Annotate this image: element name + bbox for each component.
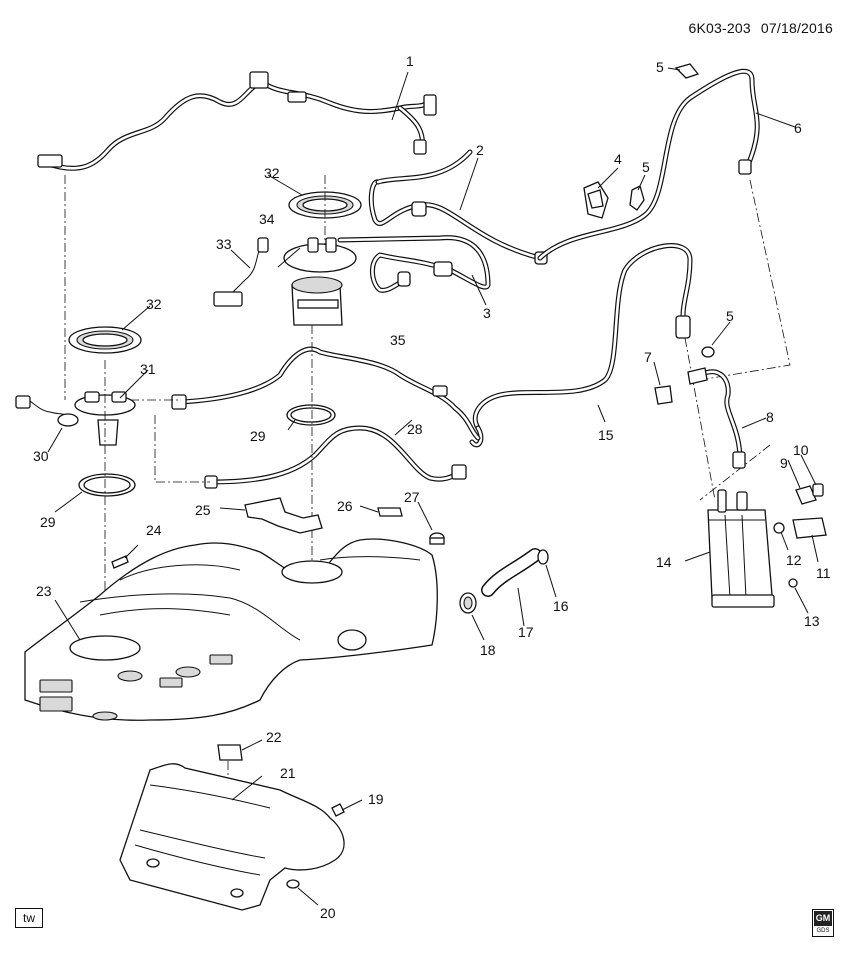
callout-20: 20 [320, 905, 336, 921]
callout-13: 13 [804, 613, 820, 629]
seal-12[interactable] [773, 522, 785, 534]
vapor-line-6[interactable] [537, 68, 760, 261]
callout-11: 11 [816, 565, 831, 581]
corner-tag: tw [15, 908, 43, 928]
callout-5a: 5 [642, 159, 650, 175]
callout-28: 28 [407, 421, 423, 437]
fastener-20[interactable] [286, 879, 300, 889]
callout-1: 1 [406, 53, 414, 69]
grommet-18[interactable] [459, 592, 477, 614]
wiring-harness[interactable] [37, 71, 437, 171]
callout-33: 33 [216, 236, 232, 252]
gm-logo-text: GM [814, 911, 832, 926]
sensor-11[interactable] [792, 517, 827, 539]
callout-8: 8 [766, 409, 774, 425]
callout-24: 24 [146, 522, 162, 538]
callout-29a: 29 [250, 428, 266, 444]
diagram-header: 6K03-203 07/18/2016 [683, 20, 834, 36]
callout-3: 3 [483, 305, 491, 321]
callout-18: 18 [480, 642, 496, 658]
gm-logo-subtext: GDS [816, 928, 830, 934]
pad-24[interactable] [111, 555, 129, 569]
insulator-25[interactable] [244, 497, 323, 534]
callout-32a: 32 [264, 165, 280, 181]
callout-22: 22 [266, 729, 282, 745]
grommet-5-top[interactable] [674, 63, 700, 79]
grommet-27[interactable] [429, 532, 445, 545]
callout-23: 23 [36, 583, 52, 599]
callout-16: 16 [553, 598, 569, 614]
callout-2: 2 [476, 142, 484, 158]
pad-26[interactable] [377, 507, 403, 517]
callout-19: 19 [368, 791, 384, 807]
diagram-date: 07/18/2016 [760, 20, 833, 36]
clamp-16[interactable] [537, 549, 549, 565]
alignment-lines [64, 175, 791, 855]
clip-4[interactable] [583, 181, 609, 219]
callout-29b: 29 [40, 514, 56, 530]
fuel-pipe-28[interactable] [204, 425, 467, 489]
fuel-level-sender-33[interactable] [213, 237, 269, 307]
callout-25: 25 [195, 502, 211, 518]
callout-numbers: 1 2 3 4 5 5 5 6 7 8 9 10 11 12 13 14 15 … [33, 53, 831, 921]
callout-31: 31 [140, 361, 156, 377]
callout-35: 35 [390, 332, 406, 348]
callout-21: 21 [280, 765, 296, 781]
callout-10: 10 [793, 442, 809, 458]
diagram-code: 6K03-203 [688, 20, 751, 36]
sensor-30[interactable] [15, 395, 79, 427]
callout-7: 7 [644, 349, 652, 365]
callout-5b: 5 [656, 59, 664, 75]
fuel-pump-module-34[interactable] [283, 237, 357, 326]
lock-ring-32-lower[interactable] [68, 326, 142, 354]
hose-8[interactable] [687, 367, 746, 469]
callout-14: 14 [656, 554, 672, 570]
heat-shield-21[interactable] [119, 763, 345, 911]
fuel-line-2[interactable] [368, 149, 548, 265]
seal-5-mid[interactable] [701, 346, 715, 358]
evap-canister-14[interactable] [707, 489, 775, 608]
callout-4: 4 [614, 151, 622, 167]
callout-9: 9 [780, 455, 788, 471]
seal-29-upper[interactable] [286, 404, 336, 426]
gm-logo: GM GDS [812, 909, 834, 937]
leader-lines [47, 67, 819, 906]
seal-5-upper-right[interactable] [629, 185, 645, 211]
fuel-line-3[interactable] [337, 235, 491, 293]
callout-17: 17 [518, 624, 534, 640]
fastener-19[interactable] [331, 803, 345, 817]
callout-12: 12 [786, 552, 802, 568]
clip-10[interactable] [812, 483, 824, 497]
callout-27: 27 [404, 489, 420, 505]
seal-29-lower[interactable] [78, 473, 136, 497]
fuel-pipe-35[interactable] [171, 346, 481, 441]
callout-30: 30 [33, 448, 49, 464]
cap-7[interactable] [654, 385, 673, 405]
callout-15: 15 [598, 427, 614, 443]
callout-32b: 32 [146, 296, 162, 312]
bolt-13[interactable] [788, 578, 798, 588]
pad-22[interactable] [217, 744, 243, 761]
callout-26: 26 [337, 498, 353, 514]
fill-hose-17[interactable] [481, 548, 542, 597]
callout-34: 34 [259, 211, 275, 227]
callout-5c: 5 [726, 308, 734, 324]
vapor-line-15[interactable] [469, 243, 693, 448]
callout-6: 6 [794, 120, 802, 136]
fuel-tank-23[interactable] [24, 538, 438, 721]
valve-9[interactable] [795, 485, 817, 505]
